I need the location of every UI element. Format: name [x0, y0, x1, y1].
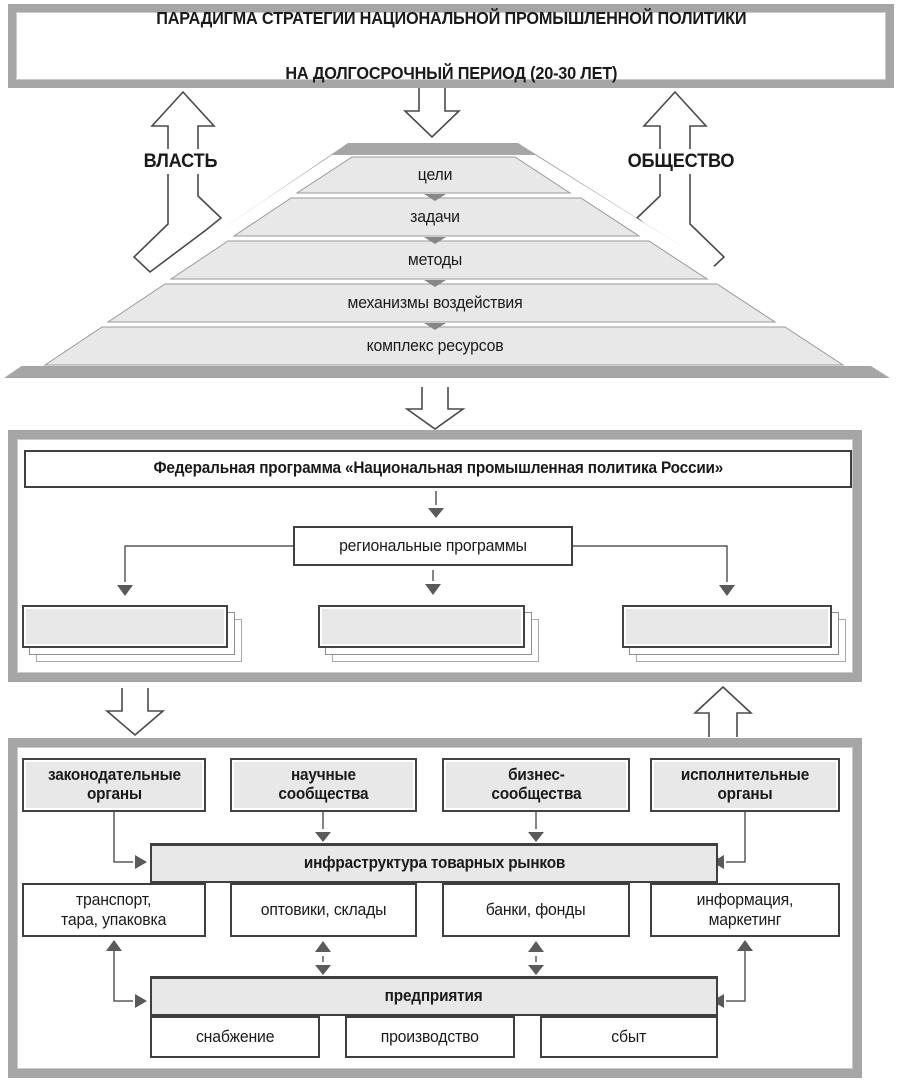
business-communities-label: бизнес- сообщества	[490, 765, 582, 803]
wholesalers-label: оптовики, склады	[260, 899, 387, 919]
region-program-card	[22, 605, 228, 648]
page-title-line1: ПАРАДИГМА СТРАТЕГИИ НАЦИОНАЛЬНОЙ ПРОМЫШЛ…	[155, 8, 747, 29]
pyramid-label-methods: методы	[407, 250, 463, 269]
region-program-card	[622, 605, 832, 648]
market-panel	[8, 738, 862, 1078]
enterprises-label: предприятия	[385, 986, 483, 1005]
power-label: ВЛАСТЬ	[124, 149, 237, 174]
level-separator-arrow-icon	[424, 194, 446, 201]
pyramid-level-resources	[43, 326, 845, 366]
down-arrow-icon	[403, 88, 461, 139]
scientific-communities-box: научные сообщества	[230, 758, 417, 812]
legislative-bodies-label: законодательные органы	[47, 765, 181, 803]
down-arrow-icon	[404, 387, 466, 430]
pyramid-label-goals: цели	[417, 165, 453, 184]
banks-funds-box: банки, фонды	[442, 883, 630, 937]
transport-box: транспорт, тара, упаковка	[22, 883, 206, 937]
pyramid-level-mechanisms	[106, 283, 777, 323]
sales-box: сбыт	[540, 1016, 718, 1058]
business-communities-box: бизнес- сообщества	[442, 758, 630, 812]
programs-panel	[8, 430, 862, 682]
sales-label: сбыт	[611, 1026, 647, 1046]
level-separator-arrow-icon	[424, 237, 446, 244]
federal-program-label: Федеральная программа «Национальная пром…	[153, 459, 723, 478]
executive-bodies-box: исполнительные органы	[650, 758, 840, 812]
down-arrow-icon	[104, 688, 166, 737]
level-separator-arrow-icon	[424, 323, 446, 330]
region-program-card	[318, 605, 525, 648]
production-box: производство	[345, 1016, 515, 1058]
level-separator-arrow-icon	[424, 280, 446, 287]
title-panel: ПАРАДИГМА СТРАТЕГИИ НАЦИОНАЛЬНОЙ ПРОМЫШЛ…	[8, 4, 894, 88]
up-arrow-icon	[692, 685, 754, 737]
society-label: ОБЩЕСТВО	[616, 149, 746, 174]
pyramid-level-goals	[295, 156, 572, 194]
infrastructure-box: инфраструктура товарных рынков	[150, 843, 718, 883]
power-up-arrow-icon	[132, 90, 223, 274]
infrastructure-label: инфраструктура товарных рынков	[303, 853, 565, 872]
page-title: ПАРАДИГМА СТРАТЕГИИ НАЦИОНАЛЬНОЙ ПРОМЫШЛ…	[156, 0, 746, 114]
regional-programs-box: региональные программы	[293, 526, 573, 566]
information-marketing-label: информация, маркетинг	[696, 889, 794, 929]
program-arrowheads	[117, 508, 735, 596]
page-title-line2: НА ДОЛГОСРОЧНЫЙ ПЕРИОД (20-30 ЛЕТ)	[285, 62, 617, 83]
pyramid-label-tasks: задачи	[410, 207, 460, 226]
program-connectors	[124, 491, 728, 582]
scientific-communities-label: научные сообщества	[278, 765, 369, 803]
pyramid-label-resources: комплекс ресурсов	[366, 336, 504, 355]
pyramid-level-methods	[169, 240, 709, 280]
supply-box: снабжение	[150, 1016, 320, 1058]
strategy-pyramid	[4, 143, 890, 378]
information-marketing-box: информация, маркетинг	[650, 883, 840, 937]
production-label: производство	[380, 1026, 480, 1046]
pyramid-level-tasks	[232, 197, 641, 237]
regional-programs-label: региональные программы	[339, 535, 527, 555]
federal-program-box: Федеральная программа «Национальная пром…	[24, 450, 852, 488]
market-connectors	[113, 812, 746, 1002]
market-arrowheads	[106, 832, 753, 1008]
legislative-bodies-box: законодательные органы	[22, 758, 206, 812]
transport-label: транспорт, тара, упаковка	[61, 889, 167, 929]
pyramid-label-mechanisms: механизмы воздействия	[347, 293, 523, 312]
banks-funds-label: банки, фонды	[486, 899, 586, 919]
supply-label: снабжение	[195, 1026, 275, 1046]
executive-bodies-label: исполнительные органы	[680, 765, 810, 803]
wholesalers-box: оптовики, склады	[230, 883, 417, 937]
enterprises-box: предприятия	[150, 976, 718, 1016]
